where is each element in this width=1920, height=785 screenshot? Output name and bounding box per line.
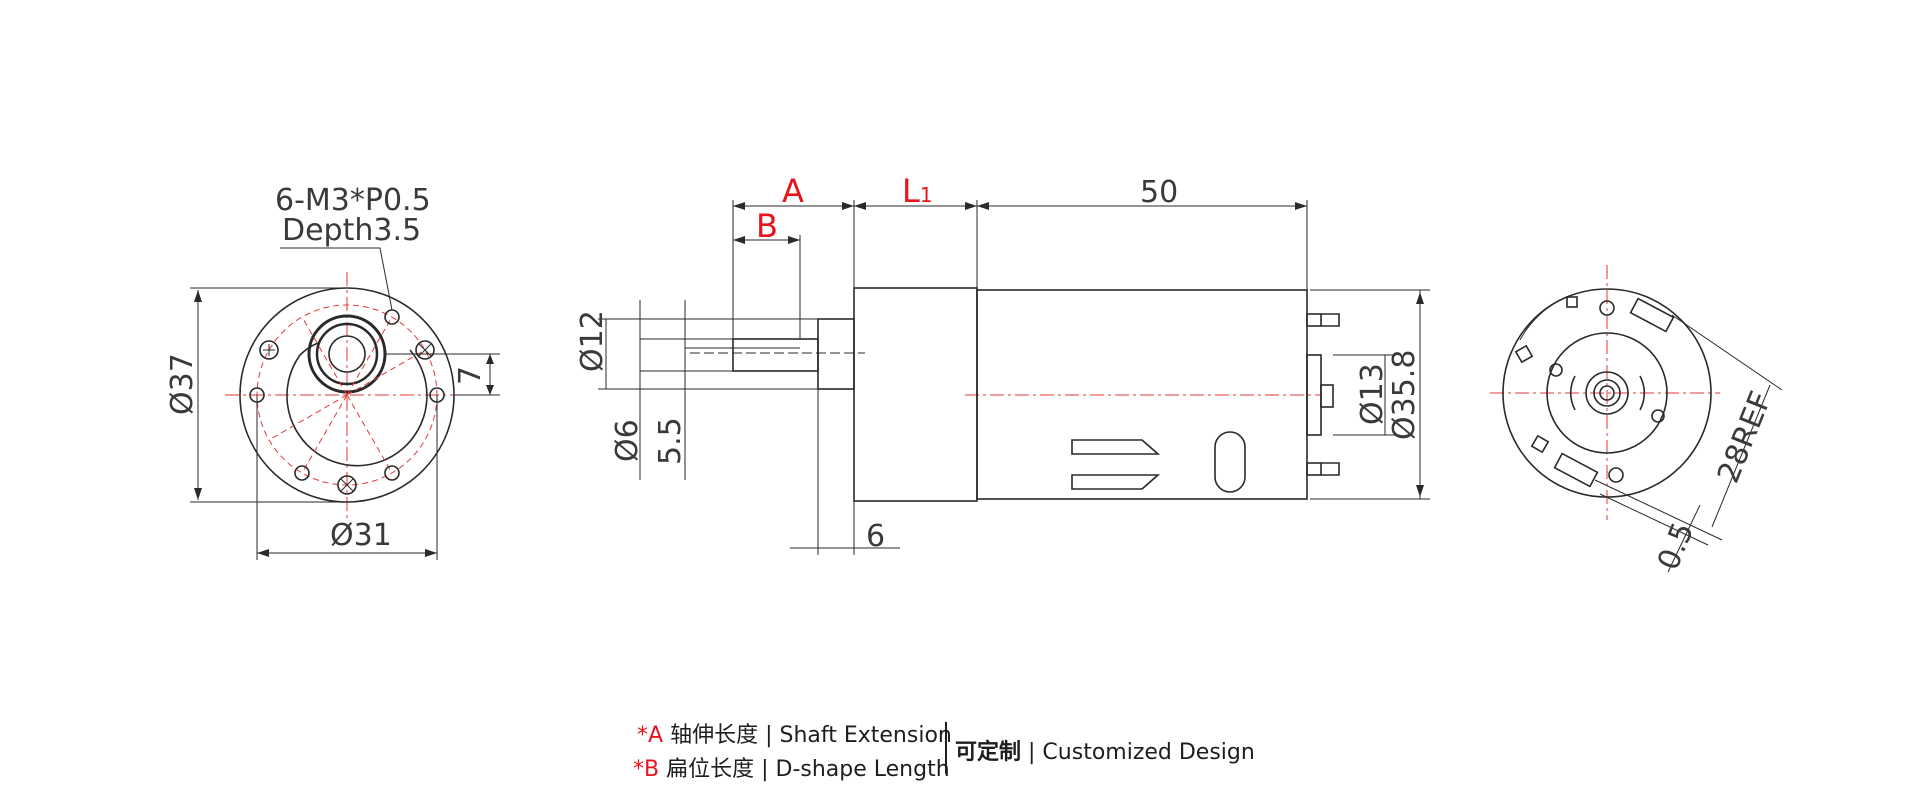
legend-b-mark: *B [633,757,660,782]
front-view: 6-M3*P0.5 Depth3.5 Ø37 Ø31 7 [165,183,500,560]
legend-custom: 可定制 | Customized Design [955,734,1255,766]
dim-boss-length: 6 [866,519,885,554]
rear-view: 28REF 0.5 [1490,265,1783,575]
legend-line-b: *B 扁位长度 | D-shape Length [633,751,950,783]
legend-line-a: *A 轴伸长度 | Shaft Extension [637,717,952,749]
legend-a-sep: | [758,723,780,748]
label-l1: L1 [902,172,933,210]
legend-b-cn: 扁位长度 [666,757,755,782]
screw-icon [415,340,435,360]
label-b: B [756,207,778,245]
dim-motor-length: 50 [1140,175,1178,210]
legend-b-en: D-shape Length [775,757,950,782]
legend-a-en: Shaft Extension [779,723,952,748]
legend-custom-en: Customized Design [1042,740,1255,765]
dim-outer-diameter: Ø37 [165,353,200,415]
dim-bearing-diameter: Ø13 [1355,363,1390,425]
dim-bolt-circle: Ø31 [330,518,392,553]
legend-divider [945,722,947,774]
dim-shaft-diameter: Ø6 [610,419,645,462]
thread-note-line1: 6-M3*P0.5 [275,183,431,218]
dim-terminal-ref: 28REF [1711,387,1779,488]
thread-note-line2: Depth3.5 [282,213,421,248]
side-view: A B L1 50 Ø12 Ø6 5.5 6 Ø13 Ø35.8 [575,172,1430,555]
screw-icon [259,340,279,360]
legend-a-cn: 轴伸长度 [670,723,759,748]
dim-d-flat: 5.5 [653,417,688,465]
legend-custom-cn: 可定制 [955,740,1022,765]
legend-custom-sep: | [1021,740,1043,765]
legend-a-mark: *A [637,723,664,748]
dim-hub-offset: 7 [453,366,488,385]
dim-boss-diameter: Ø12 [575,310,610,372]
screw-icon [337,475,357,495]
legend-b-sep: | [754,757,776,782]
dim-motor-diameter: Ø35.8 [1387,350,1422,440]
label-a: A [782,172,804,210]
